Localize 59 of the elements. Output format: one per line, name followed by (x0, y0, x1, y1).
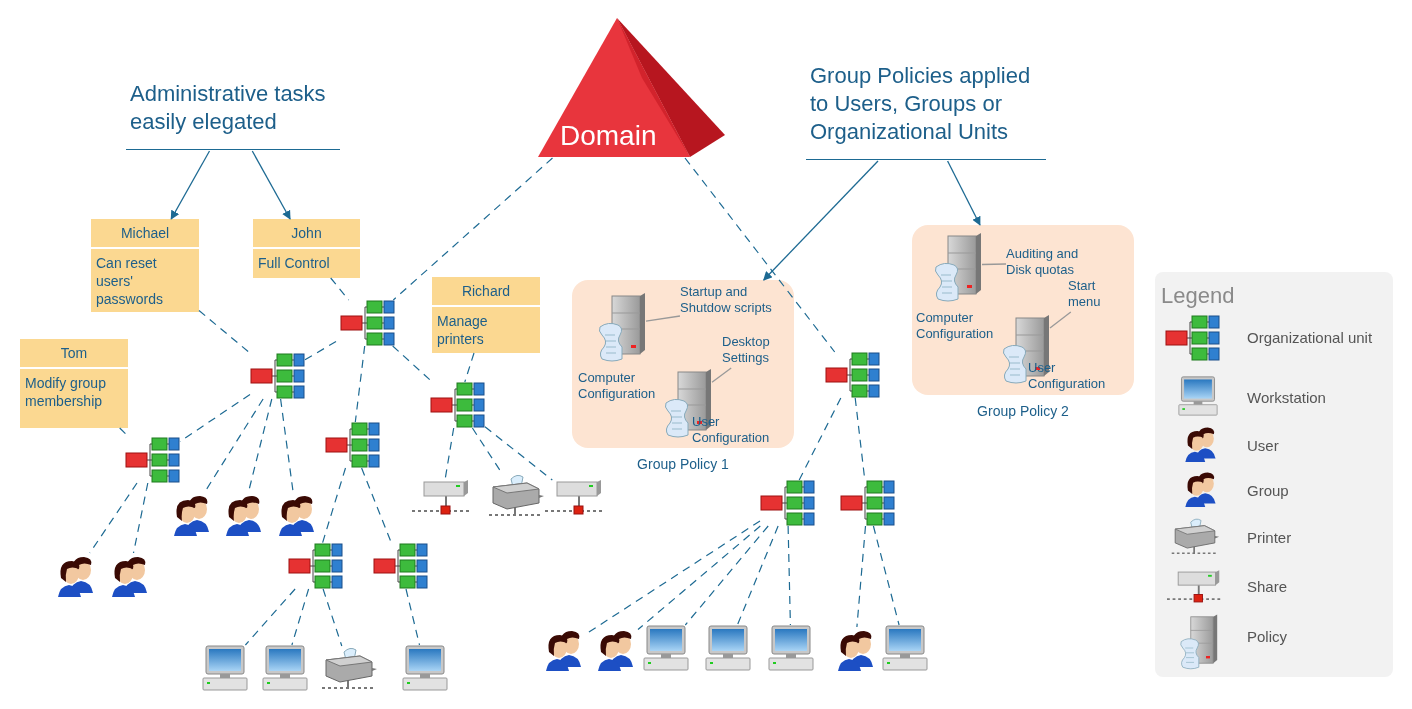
dashed-connector (872, 525, 900, 626)
dashed-connector (198, 309, 251, 354)
permission-description: Modify group membership (20, 369, 128, 428)
legend-label: Workstation (1247, 389, 1326, 407)
heading-text: Administrative tasks easily elegated (129, 80, 327, 136)
dashed-connector (392, 157, 554, 301)
dashed-connector (856, 525, 867, 628)
annotation-text: Startup and Shutdow scripts (680, 284, 772, 315)
permission-description: Full Control (253, 249, 360, 278)
dashed-connector (322, 588, 343, 647)
annotation-text: Desktop Settings (722, 334, 770, 365)
dashed-connector (354, 345, 366, 423)
dashed-connector (798, 397, 842, 481)
legend-label: Organizational unit (1247, 329, 1373, 347)
arrow (251, 150, 291, 220)
leader-line (1049, 311, 1072, 329)
dashed-connector (321, 467, 347, 544)
arrow (763, 160, 879, 281)
legend-label: Printer (1247, 529, 1292, 547)
dashed-connector (684, 157, 836, 353)
legend-label: Group (1247, 482, 1289, 500)
leader-line (981, 263, 1007, 266)
legend-label: Share (1247, 578, 1288, 596)
arrow (946, 160, 981, 226)
dashed-connector (684, 525, 769, 626)
dashed-connector (464, 352, 475, 383)
dashed-connector (291, 588, 310, 646)
dashed-connector (132, 482, 149, 554)
person-name-header: Tom (20, 339, 128, 367)
leader-line (711, 367, 732, 383)
dashed-connector (484, 426, 553, 481)
permission-description: Can reset users' passwords (91, 249, 199, 312)
policy-caption: User Configuration (692, 414, 771, 446)
heading-text: Group Policies applied to Users, Groups or Organizational Units (809, 62, 1032, 146)
policy-caption: Computer Configuration (578, 370, 657, 402)
dashed-connector (637, 525, 761, 631)
permission-description: Manage printers (432, 307, 540, 353)
domain-label: Domain (560, 120, 657, 152)
legend-label: Policy (1247, 628, 1287, 646)
leader-line (645, 315, 681, 322)
arrow (170, 150, 211, 220)
annotation-text: Start menu (1068, 278, 1101, 309)
group-policy-title: Group Policy 2 (976, 403, 1070, 419)
legend-label: User (1247, 437, 1279, 455)
group-policy-title: Group Policy 1 (636, 456, 730, 472)
policy-caption: Computer Configuration (916, 310, 995, 342)
dashed-connector (244, 588, 296, 646)
dashed-connector (392, 345, 433, 383)
person-name-header: Michael (91, 219, 199, 247)
person-name-header: Richard (432, 277, 540, 305)
dashed-connector (89, 482, 138, 554)
dashed-connector (736, 525, 779, 626)
person-name-header: John (253, 219, 360, 247)
dashed-connector (405, 588, 421, 646)
policy-caption: User Configuration (1028, 360, 1107, 392)
annotation-text: Auditing and Disk quotas (1006, 246, 1079, 277)
dashed-connector (280, 398, 294, 493)
legend-title: Legend (1161, 283, 1235, 309)
dashed-connector (787, 525, 791, 626)
